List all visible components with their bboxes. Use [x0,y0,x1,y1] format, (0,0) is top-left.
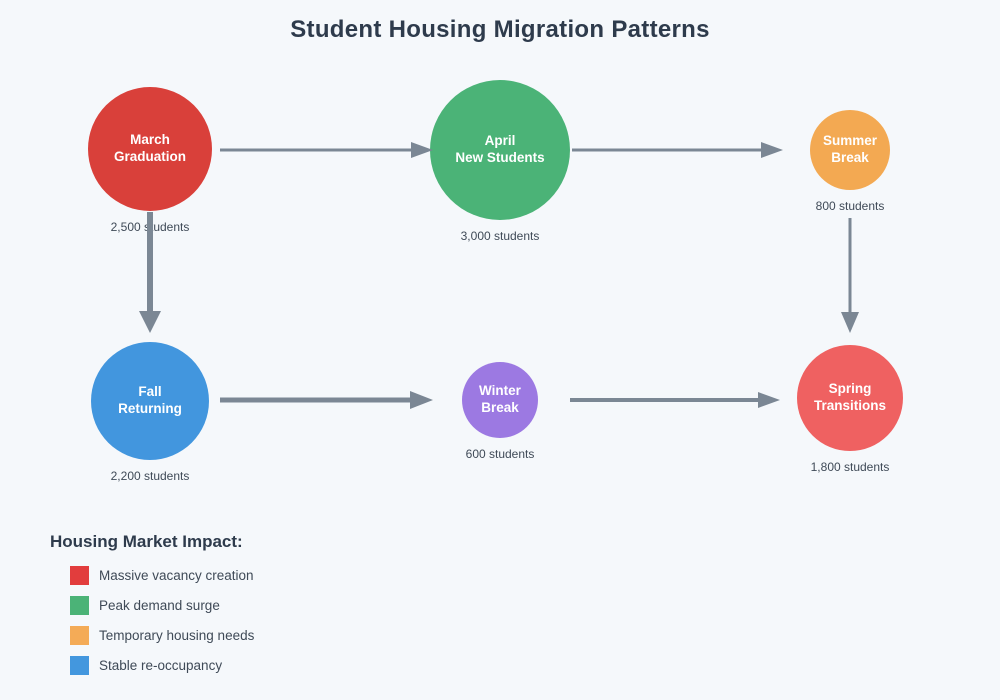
page-title: Student Housing Migration Patterns [290,16,710,43]
node-label-line1: Fall [138,384,162,400]
april-new-students-circle: April New Students [430,80,570,220]
arrow-summer-to-spring [841,218,859,333]
legend-item-label: Stable re-occupancy [99,658,223,673]
arrow-march-to-april [220,142,433,158]
fall-count-label: 2,200 students [110,469,190,483]
summer-break-circle: Summer Break [810,110,890,190]
fall-returning-circle: Fall Returning [91,342,209,460]
node-spring-transitions: Spring Transitions 1,800 students [797,345,903,474]
node-label-line1: April [484,133,516,149]
node-label-line1: Winter [479,383,521,399]
orange-swatch-icon [70,626,89,645]
april-count-label: 3,000 students [460,229,540,243]
blue-swatch-icon [70,656,89,675]
spring-transitions-circle: Spring Transitions [797,345,903,451]
legend-item-label: Peak demand surge [99,598,220,613]
legend: Housing Market Impact: Massive vacancy c… [50,532,254,686]
node-label-line2: Transitions [813,398,886,413]
arrow-winter-to-spring [570,392,780,408]
arrow-fall-to-winter [220,391,433,409]
legend-item-label: Temporary housing needs [99,628,255,643]
node-label-line2: New Students [455,150,545,165]
node-summer-break: Summer Break 800 students [810,110,890,213]
march-graduation-circle: March Graduation [88,87,212,211]
legend-item-stable-reoccupancy: Stable re-occupancy [70,656,254,675]
winter-count-label: 600 students [465,447,535,461]
legend-heading: Housing Market Impact: [50,532,243,551]
legend-items: Massive vacancy creation Peak demand sur… [70,566,254,675]
legend-item-label: Massive vacancy creation [99,568,254,583]
node-winter-break: Winter Break 600 students [462,362,538,461]
node-label-line2: Returning [118,401,182,416]
node-label-line1: March [130,132,170,148]
node-label-line1: Spring [828,381,872,397]
winter-break-circle: Winter Break [462,362,538,438]
green-swatch-icon [70,596,89,615]
node-label-line2: Break [831,150,869,165]
node-march-graduation: March Graduation 2,500 students [88,87,212,234]
node-label-line1: Summer [822,133,878,149]
node-label-line2: Graduation [113,149,186,164]
summer-count-label: 800 students [815,199,885,213]
legend-item-temporary-housing: Temporary housing needs [70,626,254,645]
node-april-new-students: April New Students 3,000 students [430,80,570,243]
node-fall-returning: Fall Returning 2,200 students [91,342,209,483]
legend-item-massive-vacancy: Massive vacancy creation [70,566,254,585]
red-swatch-icon [70,566,89,585]
node-label-line2: Break [481,400,519,415]
arrow-april-to-summer [572,142,783,158]
legend-item-peak-demand: Peak demand surge [70,596,254,615]
march-count-label: 2,500 students [110,220,190,234]
spring-count-label: 1,800 students [810,460,890,474]
